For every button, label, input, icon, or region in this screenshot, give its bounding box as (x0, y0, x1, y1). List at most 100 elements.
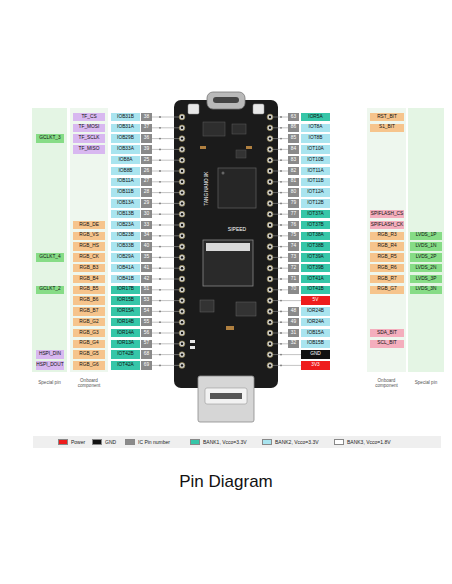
hdmi-contacts (210, 393, 242, 399)
pin-name: IOR14A (111, 329, 140, 337)
leader-line (152, 333, 182, 334)
leader-dot (159, 343, 161, 345)
pin-number: 70 (288, 286, 299, 294)
pin-number: 34 (141, 232, 152, 240)
pin-number: 41 (141, 264, 152, 272)
smd-part (200, 300, 214, 312)
leader-dot (280, 257, 282, 259)
legend-text: Power (71, 439, 85, 445)
pin-number: 28 (141, 188, 152, 196)
leader-line (152, 160, 182, 161)
column-band (408, 108, 444, 372)
header-hole-center (181, 364, 183, 366)
leader-line (152, 268, 182, 269)
column-header: Special pin (407, 376, 445, 390)
onboard-signal: RGB_CK (73, 253, 105, 261)
onboard-signal: RGB_B7 (73, 307, 105, 315)
header-hole (267, 244, 273, 250)
leader-dot (280, 192, 282, 194)
header-hole-center (269, 213, 271, 215)
leader-line (152, 181, 182, 182)
special-pin: HSPI_DOUT (36, 361, 64, 369)
pin-name: IOT42B (111, 350, 140, 358)
pin-name: IOR15B (111, 296, 140, 304)
header-hole-center (181, 267, 183, 269)
header-hole-center (269, 127, 271, 129)
leader-line (152, 149, 182, 150)
onboard-signal: RGB_VS (73, 232, 105, 240)
leader-line (152, 279, 182, 280)
header-hole-center (269, 278, 271, 280)
column-band (367, 108, 406, 372)
onboard-signal: RGB_G3 (73, 329, 105, 337)
leader-dot (159, 203, 161, 205)
header-hole (179, 287, 185, 293)
pin-number: 27 (141, 178, 152, 186)
pin-number: 74 (288, 242, 299, 250)
header-hole (179, 222, 185, 228)
pin-name: IOT8A (301, 124, 330, 132)
leader-dot (280, 203, 282, 205)
header-hole (267, 168, 273, 174)
leader-dot (159, 246, 161, 248)
onboard-signal: RGB_B4 (73, 275, 105, 283)
pin-number: 72 (288, 264, 299, 272)
header-hole (179, 147, 185, 153)
leader-dot (159, 127, 161, 129)
header-hole (267, 136, 273, 142)
pin-number: 35 (141, 253, 152, 261)
header-hole-center (181, 289, 183, 291)
pin-number: 82 (288, 167, 299, 175)
onboard-signal: TF_MISO (73, 145, 105, 153)
pin1-mark (222, 172, 225, 175)
pin-number: 85 (288, 134, 299, 142)
leader-dot (159, 159, 161, 161)
pin-name: IOT41B (301, 286, 330, 294)
pin-number: 39 (141, 145, 152, 153)
leader-line (152, 203, 182, 204)
smd-part (226, 326, 234, 330)
leader-line (152, 365, 182, 366)
header-hole (267, 233, 273, 239)
header-hole (267, 319, 273, 325)
header-hole (267, 341, 273, 347)
header-hole (267, 222, 273, 228)
leader-line (152, 257, 182, 258)
onboard-signal: RGB_R5 (370, 253, 404, 261)
header-hole-center (269, 343, 271, 345)
header-hole (267, 125, 273, 131)
pin-number: 40 (141, 242, 152, 250)
pin-number: 31 (288, 329, 299, 337)
header-hole (179, 190, 185, 196)
special-pin: LVDS_1P (410, 232, 442, 240)
leader-line (152, 322, 182, 323)
legend-text: BANK2, Vcco=3.3V (275, 439, 319, 445)
pin-name: IOT8B (301, 134, 330, 142)
header-hole-center (269, 235, 271, 237)
header-hole (179, 265, 185, 271)
header-hole-center (269, 191, 271, 193)
pin-name: IOB31B (111, 113, 140, 121)
pin-number: 68 (141, 350, 152, 358)
pin-number: 25 (141, 156, 152, 164)
header-hole (179, 330, 185, 336)
header-hole (267, 255, 273, 261)
header-hole (179, 233, 185, 239)
leader-dot (159, 116, 161, 118)
onboard-signal: RGB_R7 (370, 275, 404, 283)
pin-name: IOT39B (301, 264, 330, 272)
header-hole-center (269, 310, 271, 312)
pin-name: IOT39A (301, 253, 330, 261)
pin-name: IOT41A (301, 275, 330, 283)
pin-name: IOB13A (111, 199, 140, 207)
pin-name: IOB15B (301, 340, 330, 348)
pin-number: 36 (141, 134, 152, 142)
pin-number: 80 (288, 188, 299, 196)
pin-number: 54 (141, 307, 152, 315)
pin-name: IOT42A (111, 361, 140, 369)
pin-number: 69 (141, 361, 152, 369)
header-hole-center (181, 245, 183, 247)
header-hole-center (181, 137, 183, 139)
leader-dot (280, 127, 282, 129)
pin-number: 48 (288, 307, 299, 315)
